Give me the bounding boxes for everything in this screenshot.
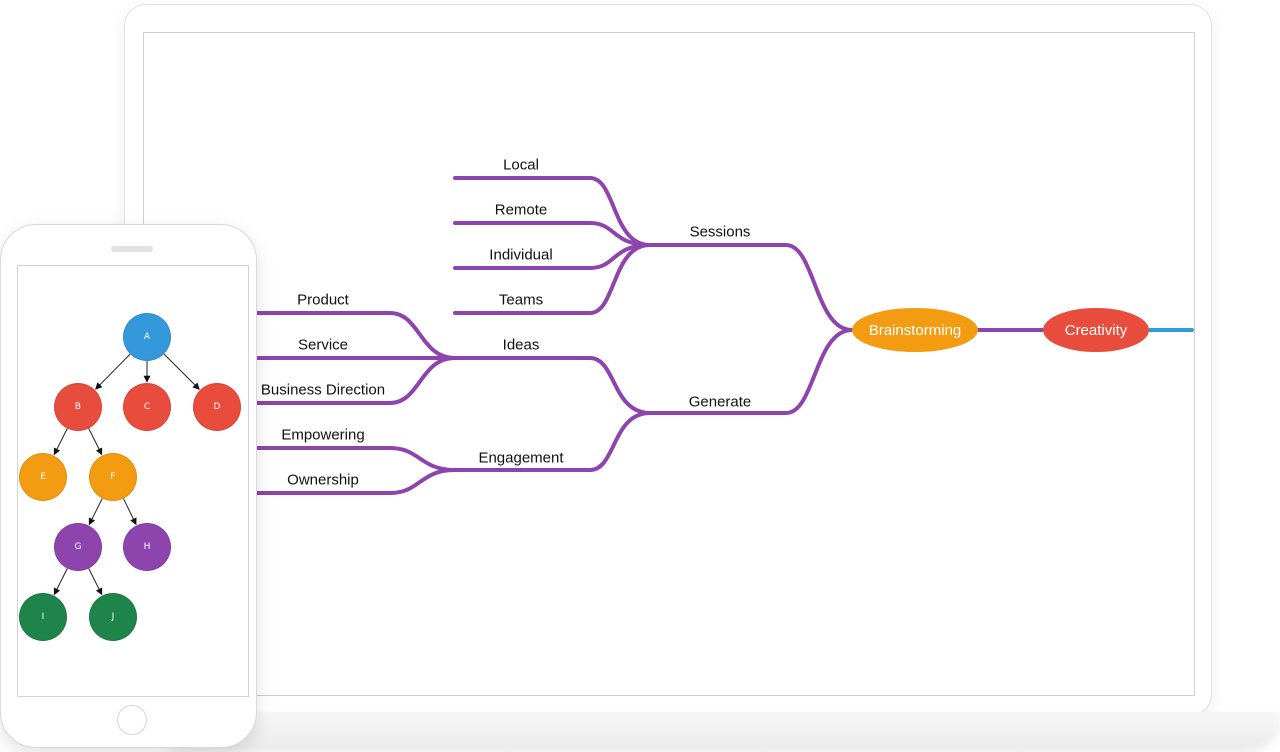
leaf-label-individual: Individual [489, 246, 553, 264]
branch-label-sessions: Sessions [689, 223, 751, 241]
creativity-node [1043, 308, 1149, 352]
tree-edge-g-j [88, 568, 103, 596]
tree-edge-b-e [53, 428, 68, 456]
leaf-label-teams: Teams [498, 291, 544, 309]
mind-map-connectors [255, 176, 1194, 495]
leaf-label-empowering: Empowering [281, 426, 365, 444]
generate-to-engagement-link [453, 411, 652, 472]
branch-label-engagement: Engagement [478, 449, 564, 467]
brainstorming-label: Brainstorming [869, 322, 962, 339]
leaf-label-product: Product [297, 291, 349, 309]
tree-node-a[interactable]: A [123, 313, 171, 361]
leaf-label-business-direction: Business Direction [260, 381, 386, 399]
tree-edge-g-i [53, 568, 68, 596]
engagement-to-ownership-link [255, 468, 457, 495]
tree-edge-f-h [123, 498, 137, 526]
tree-node-i[interactable]: I [19, 593, 67, 641]
creativity-label: Creativity [1065, 322, 1128, 339]
tree-edge-a-d [163, 353, 200, 390]
phone-speaker [111, 246, 153, 252]
tree-edge-a-b [95, 353, 131, 390]
branch-label-generate: Generate [688, 393, 752, 411]
tree-node-f[interactable]: F [89, 453, 137, 501]
laptop-screen [143, 32, 1195, 696]
phone-home-button[interactable] [117, 705, 147, 735]
tree-node-h[interactable]: H [123, 523, 171, 571]
tree-node-e[interactable]: E [19, 453, 67, 501]
brainstorming-node [852, 308, 978, 352]
generate-to-ideas-link [453, 356, 652, 415]
leaf-label-ownership: Ownership [287, 471, 359, 489]
tree-edge-f-g [88, 498, 103, 526]
ideas-to-product-link [255, 311, 457, 360]
ideas-to-business-direction-link [255, 356, 457, 405]
leaf-label-service: Service [297, 336, 349, 354]
leaf-label-remote: Remote [494, 201, 548, 219]
tree-node-c[interactable]: C [123, 383, 171, 431]
sessions-to-teams-link [453, 243, 652, 315]
laptop-base [150, 712, 1280, 748]
sessions-to-local-link [453, 176, 652, 247]
leaf-label-local: Local [503, 156, 539, 174]
tree-node-g[interactable]: G [54, 523, 102, 571]
tree-node-b[interactable]: B [54, 383, 102, 431]
brainstorming-to-sessions-link [648, 243, 854, 332]
tree-node-d[interactable]: D [193, 383, 241, 431]
brainstorming-to-generate-link [648, 328, 854, 415]
tree-edge-b-f [88, 428, 103, 456]
tree-node-j[interactable]: J [89, 593, 137, 641]
branch-label-ideas: Ideas [502, 336, 540, 354]
